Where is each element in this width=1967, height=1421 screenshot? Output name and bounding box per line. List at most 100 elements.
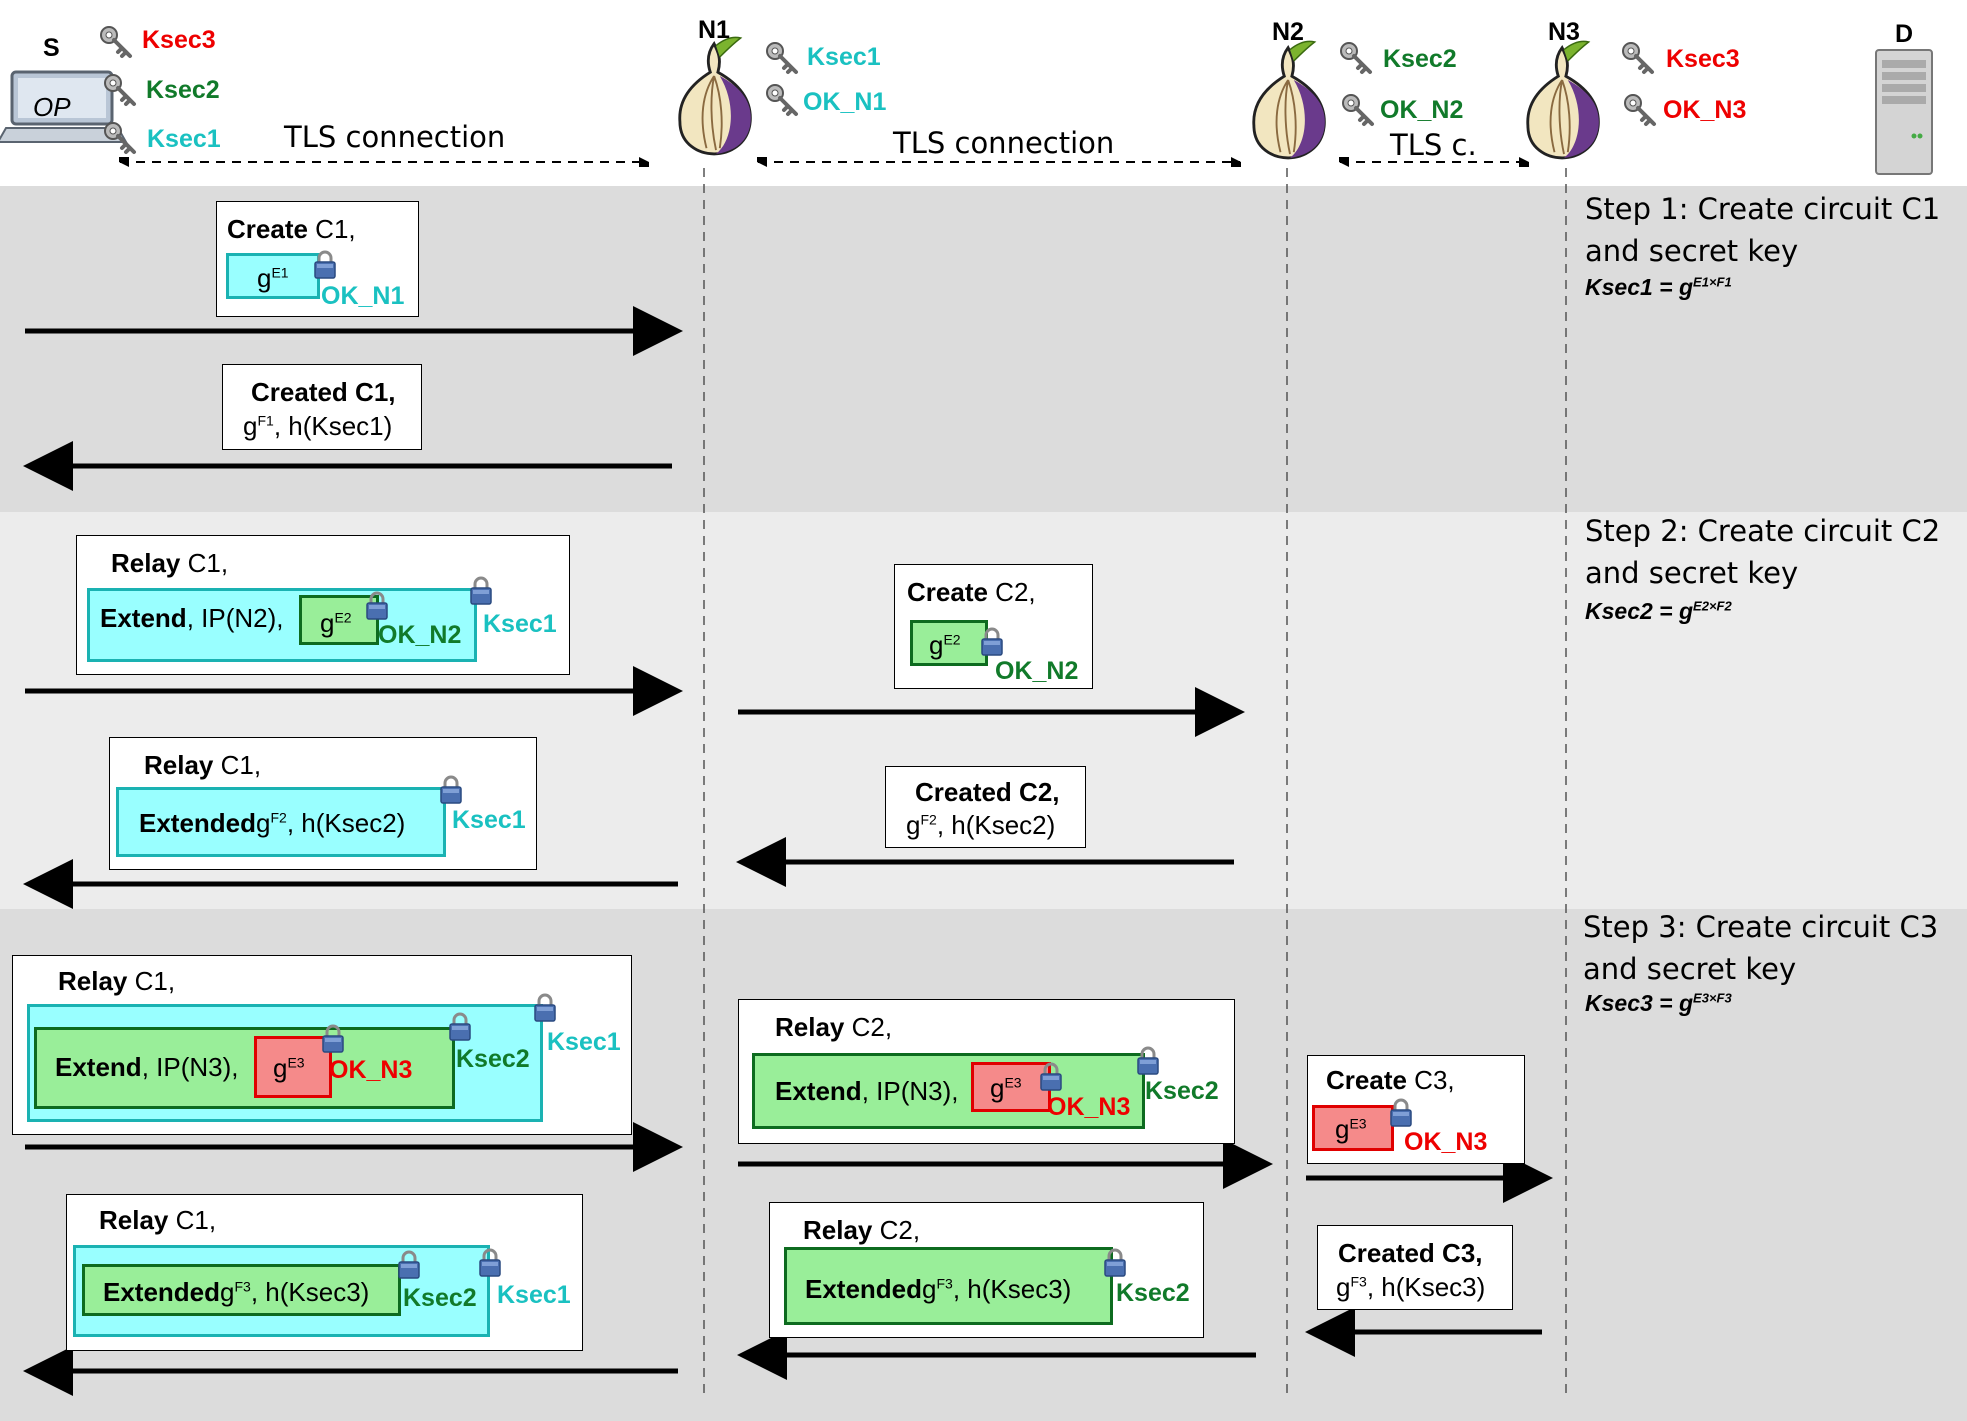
message-body: Extend, IP(N2), bbox=[100, 603, 284, 633]
message-header: Relay C1, bbox=[144, 750, 262, 780]
message-create-c3: Create C3, gE3 OK_N3 bbox=[1307, 1055, 1525, 1164]
encrypted-payload: gE2 bbox=[910, 620, 988, 666]
message-body: ExtendedgF3, h(Ksec3) bbox=[805, 1274, 1072, 1304]
message-body: gF3, h(Ksec3) bbox=[1336, 1272, 1486, 1302]
message-header: Relay C1, bbox=[99, 1205, 217, 1235]
step1-title: Step 1: Create circuit C1 bbox=[1585, 192, 1941, 226]
encrypted-layer-ksec1: ExtendedgF2, h(Ksec2) bbox=[116, 787, 446, 857]
node-label-d: D bbox=[1895, 20, 1914, 48]
padlock-icon bbox=[470, 576, 492, 606]
padlock-icon bbox=[1104, 1248, 1126, 1278]
dh-value: gE1 bbox=[257, 263, 289, 293]
key-icon bbox=[1623, 93, 1656, 126]
key-label-n3-ksec3: Ksec3 bbox=[1666, 45, 1740, 73]
laptop-icon bbox=[0, 70, 128, 143]
encryption-key-label: OK_N1 bbox=[321, 282, 405, 310]
encryption-key-label: OK_N3 bbox=[329, 1056, 413, 1084]
key-label-s-ksec3: Ksec3 bbox=[142, 26, 216, 54]
message-header: Relay C1, bbox=[58, 966, 176, 996]
padlock-icon bbox=[479, 1248, 501, 1278]
padlock-icon bbox=[440, 775, 462, 805]
encryption-key-label: OK_N2 bbox=[378, 621, 462, 649]
tls-label-s-n1: TLS connection bbox=[284, 120, 506, 154]
message-created-c2: Created C2, gF2, h(Ksec2) bbox=[885, 766, 1086, 848]
encrypted-payload: gE2 bbox=[299, 595, 379, 645]
message-header: Created C1, bbox=[251, 377, 396, 407]
message-relay-extended-c2: Relay C2, ExtendedgF3, h(Ksec3) Ksec2 bbox=[769, 1202, 1204, 1338]
message-header: Create C1, bbox=[227, 214, 356, 244]
encryption-key-label: Ksec1 bbox=[483, 610, 557, 638]
key-icon bbox=[1339, 41, 1372, 74]
encrypted-layer-ksec1: Extend, IP(N2), gE2 OK_N2 bbox=[87, 588, 477, 662]
message-body: ExtendedgF2, h(Ksec2) bbox=[139, 808, 406, 838]
key-label-s-ksec2: Ksec2 bbox=[146, 76, 220, 104]
padlock-icon bbox=[314, 250, 336, 280]
server-icon bbox=[1875, 49, 1933, 175]
node-label-n2: N2 bbox=[1272, 18, 1304, 46]
key-label-n1-ksec1: Ksec1 bbox=[807, 43, 881, 71]
padlock-icon bbox=[366, 591, 388, 621]
message-relay-extend-c1: Relay C1, Extend, IP(N2), gE2 OK_N2 Ksec… bbox=[76, 535, 570, 675]
padlock-icon bbox=[534, 993, 556, 1023]
padlock-icon bbox=[1137, 1046, 1159, 1076]
tls-label-n2-n3: TLS c. bbox=[1390, 128, 1477, 162]
encrypted-layer-ksec2: Extend, IP(N3), gE3 OK_N3 bbox=[34, 1027, 455, 1109]
tor-onion-icon-n1 bbox=[678, 35, 753, 156]
message-header: Create C2, bbox=[907, 577, 1036, 607]
dh-value: gE3 bbox=[1335, 1114, 1367, 1144]
key-icon bbox=[99, 25, 132, 58]
padlock-icon bbox=[1040, 1062, 1062, 1092]
message-relay-extend-c1-step3: Relay C1, Extend, IP(N3), gE3 OK_N3 Ksec… bbox=[12, 955, 632, 1135]
encrypted-layer-ksec1: Extend, IP(N3), gE3 OK_N3 Ksec2 bbox=[27, 1004, 543, 1122]
message-body: Extend, IP(N3), bbox=[775, 1076, 959, 1106]
encryption-key-label: Ksec1 bbox=[452, 806, 526, 834]
encrypted-layer-ksec2: Extend, IP(N3), gE3 OK_N3 bbox=[752, 1053, 1145, 1129]
message-create-c2: Create C2, gE2 OK_N2 bbox=[894, 564, 1093, 689]
step3-subtitle: and secret key bbox=[1583, 952, 1797, 986]
message-body: gF1, h(Ksec1) bbox=[243, 411, 393, 441]
node-label-n3: N3 bbox=[1548, 18, 1580, 46]
padlock-icon bbox=[322, 1024, 344, 1054]
dh-value: gE3 bbox=[273, 1053, 305, 1083]
tor-onion-icon-n2 bbox=[1252, 39, 1327, 160]
message-body: Extend, IP(N3), bbox=[55, 1052, 239, 1082]
tor-onion-icon-n3 bbox=[1526, 39, 1601, 160]
message-body: ExtendedgF3, h(Ksec3) bbox=[103, 1277, 370, 1307]
tls-label-n1-n2: TLS connection bbox=[893, 126, 1115, 160]
padlock-icon bbox=[398, 1250, 420, 1280]
message-header: Relay C2, bbox=[775, 1012, 893, 1042]
key-icon bbox=[103, 121, 136, 154]
step1-formula: Ksec1 = gE1×F1 bbox=[1585, 274, 1732, 300]
node-label-n1: N1 bbox=[698, 16, 730, 44]
step2-formula: Ksec2 = gE2×F2 bbox=[1585, 598, 1732, 624]
dh-value: gE3 bbox=[990, 1073, 1022, 1103]
node-label-s: S bbox=[43, 34, 60, 62]
encrypted-layer-ksec2: ExtendedgF3, h(Ksec3) bbox=[82, 1264, 401, 1316]
encryption-key-label: Ksec1 bbox=[497, 1281, 571, 1309]
step3-formula: Ksec3 = gE3×F3 bbox=[1585, 990, 1732, 1016]
node-label-op: OP bbox=[33, 92, 71, 122]
message-header: Created C2, bbox=[915, 777, 1060, 807]
message-created-c1: Created C1, gF1, h(Ksec1) bbox=[222, 364, 422, 450]
encrypted-payload: gE1 bbox=[226, 253, 320, 299]
encryption-key-label: Ksec2 bbox=[1116, 1279, 1190, 1307]
message-relay-extend-c2: Relay C2, Extend, IP(N3), gE3 OK_N3 Ksec… bbox=[738, 999, 1235, 1144]
key-label-n2-ok: OK_N2 bbox=[1380, 96, 1464, 124]
key-label-n2-ksec2: Ksec2 bbox=[1383, 45, 1457, 73]
message-relay-extended-c1: Relay C1, ExtendedgF2, h(Ksec2) Ksec1 bbox=[109, 737, 537, 870]
message-header: Relay C1, bbox=[111, 548, 229, 578]
key-label-n1-ok: OK_N1 bbox=[803, 88, 887, 116]
key-label-s-ksec1: Ksec1 bbox=[147, 125, 221, 153]
encrypted-payload: gE3 bbox=[1312, 1105, 1394, 1151]
key-icon bbox=[1341, 93, 1374, 126]
encrypted-layer-ksec1: ExtendedgF3, h(Ksec3) Ksec2 bbox=[73, 1245, 490, 1337]
encrypted-payload: gE3 bbox=[254, 1036, 332, 1098]
key-icon bbox=[1621, 41, 1654, 74]
encryption-key-label: Ksec2 bbox=[1145, 1077, 1219, 1105]
padlock-icon bbox=[1390, 1098, 1412, 1128]
encrypted-payload: gE3 bbox=[971, 1062, 1051, 1112]
encryption-key-label: OK_N2 bbox=[995, 657, 1079, 685]
step3-title: Step 3: Create circuit C3 bbox=[1583, 910, 1939, 944]
